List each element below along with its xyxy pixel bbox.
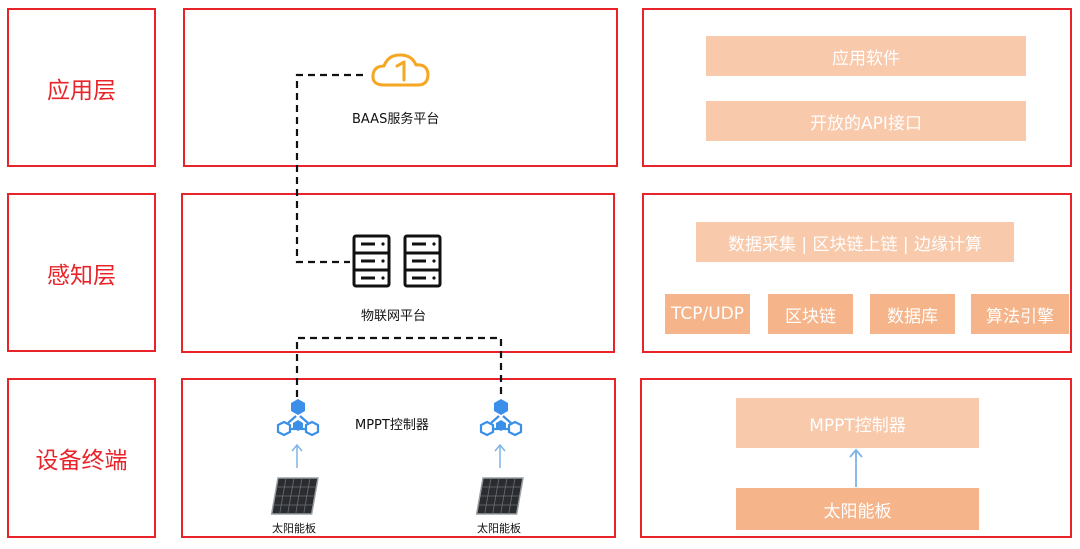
open-api-block: 开放的API接口 [706,101,1026,141]
layer-label-device: 设备终端 [7,378,156,538]
solar-right-label: 太阳能板 [823,501,892,522]
center-device-box [181,378,616,538]
right-device-box [640,378,1072,538]
solar-panel-icon [270,477,319,515]
layer-label-application: 应用层 [7,8,156,167]
server-icon [352,234,391,288]
solar-left-caption: 太阳能板 [272,522,316,535]
mppt-right-block: MPPT控制器 [736,398,979,448]
database-block: 数据库 [870,294,955,334]
mppt-right-label: MPPT控制器 [809,415,906,436]
baas-caption: BAAS服务平台 [352,112,440,127]
hexagon-cluster-icon [479,399,523,437]
algo-engine-label: 算法引擎 [986,306,1054,327]
app-software-block: 应用软件 [706,36,1026,76]
center-perception-box [181,193,615,353]
app-software-label: 应用软件 [832,48,900,69]
tcp-udp-label: TCP/UDP [670,304,745,324]
connector-controllers [295,336,503,397]
arrow-up-icon [291,443,303,468]
mppt-caption: MPPT控制器 [355,418,429,433]
layer-label-device-text: 设备终端 [35,448,128,474]
blockchain-block: 区块链 [768,294,853,334]
arrow-up-icon [494,443,506,468]
layer-label-perception-text: 感知层 [47,262,116,289]
cloud-icon [371,53,430,87]
dashed-connectors [295,73,503,397]
solar-right-block: 太阳能板 [736,488,979,530]
layer-label-application-text: 应用层 [47,77,116,104]
solar-right-caption: 太阳能板 [477,522,521,535]
blockchain-label: 区块链 [785,306,836,327]
layer-label-perception: 感知层 [7,193,156,352]
tcp-udp-block: TCP/UDP [665,294,750,334]
arrow-up-icon [849,448,863,487]
hexagon-cluster-icon [276,399,320,437]
sense-functions-label: 数据采集 | 区块链上链 | 边缘计算 [727,234,983,255]
database-label: 数据库 [887,306,938,327]
solar-panel-icon [475,477,524,515]
algo-engine-block: 算法引擎 [971,294,1069,334]
sense-functions-block: 数据采集 | 区块链上链 | 边缘计算 [696,222,1014,262]
center-application-box [183,8,618,167]
right-application-box [642,8,1072,167]
right-perception-box [642,193,1072,353]
server-icon [403,234,442,288]
iot-caption: 物联网平台 [361,309,427,324]
open-api-label: 开放的API接口 [810,113,922,134]
connector-cloud-to-server [295,73,363,264]
